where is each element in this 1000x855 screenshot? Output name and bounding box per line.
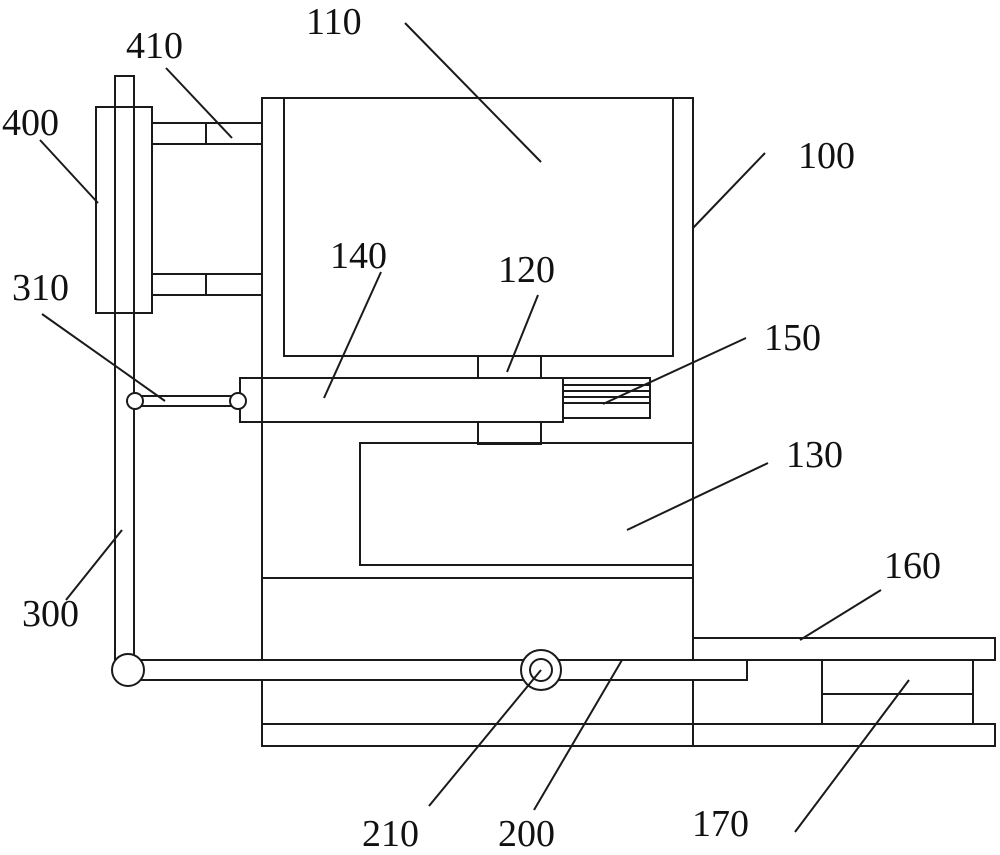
label-150: 150 — [764, 317, 821, 359]
link-310 — [126, 392, 247, 410]
label-200: 200 — [498, 813, 555, 855]
base-170 — [821, 659, 974, 725]
label-110: 110 — [306, 1, 362, 43]
leader-lines — [39, 22, 910, 833]
label-300: 300 — [22, 593, 79, 635]
plate-400 — [95, 106, 153, 314]
valve-plate-140 — [239, 377, 564, 423]
tray-160 — [692, 637, 996, 747]
label-140: 140 — [330, 235, 387, 277]
spring-150 — [562, 377, 651, 419]
label-170: 170 — [692, 803, 749, 845]
label-100: 100 — [798, 135, 855, 177]
hopper-110 — [283, 97, 674, 357]
label-410: 410 — [126, 25, 183, 67]
label-210: 210 — [362, 813, 419, 855]
outlet-120 — [477, 355, 542, 445]
chamber-130 — [359, 442, 694, 566]
label-130: 130 — [786, 434, 843, 476]
label-310: 310 — [12, 267, 69, 309]
label-160: 160 — [884, 545, 941, 587]
connector-410 — [151, 122, 263, 296]
label-400: 400 — [2, 102, 59, 144]
lever-200 — [111, 653, 748, 687]
label-120: 120 — [498, 249, 555, 291]
